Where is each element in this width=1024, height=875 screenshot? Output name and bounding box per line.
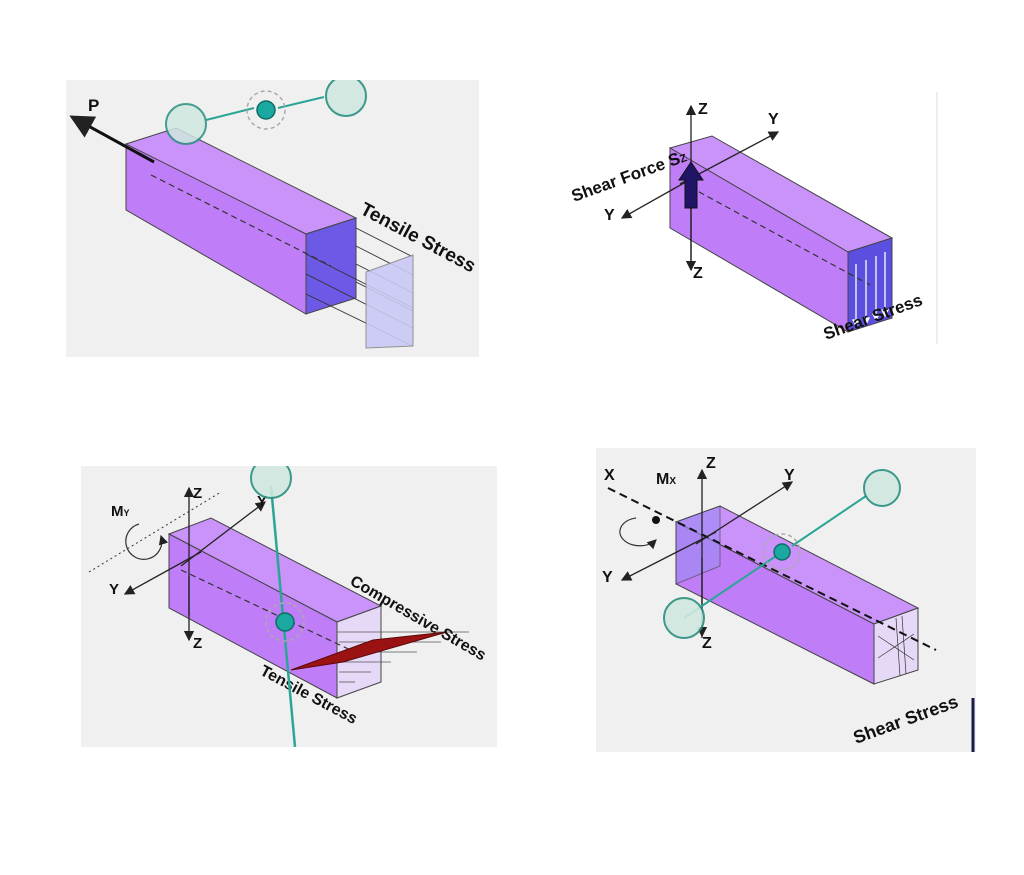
axis-x-label: X (604, 467, 615, 484)
axis-y-left (123, 551, 202, 595)
center-handle-ring (246, 90, 286, 130)
shear-force-arrow (678, 161, 704, 209)
shear-force-subscript: Z (678, 152, 689, 166)
moment-axis (88, 491, 222, 573)
drag-handle[interactable] (165, 103, 207, 145)
torsion-panel: X MX Z Z Y Y Shear Stress (596, 448, 976, 752)
handle-connector (277, 96, 325, 109)
axis-x (607, 487, 937, 651)
axis-z-bottom-label: Z (702, 635, 712, 652)
shear-stress-arrows (851, 252, 890, 328)
axis-z-bottom-label: Z (193, 635, 202, 652)
tensile-stress-plane (365, 254, 414, 349)
axis-z-top-label: Z (698, 101, 708, 118)
axis-z-top-label: Z (193, 485, 202, 502)
drag-handle[interactable] (250, 466, 292, 499)
load-arrow-p (69, 115, 155, 164)
axis-y-right-label: Y (784, 467, 795, 484)
torsion-moment-symbol: M (656, 471, 669, 488)
moment-label: MY (111, 503, 130, 520)
axis-y-right-label: Y (768, 111, 779, 128)
handle-connector (791, 495, 867, 547)
axis-y-left-label: Y (602, 569, 613, 586)
shear-diagram: Z Z Y Y Shear Force SZ Shear Stress (560, 92, 940, 344)
bending-panel: Z Z Y Y MY Compressive Stress Tensile St… (81, 466, 497, 747)
drag-handle[interactable] (325, 80, 367, 117)
beam-centroid-axis (689, 186, 871, 286)
torsion-moment-label: MX (656, 471, 676, 488)
tension-diagram: P Tensile Stress (66, 80, 479, 357)
axis-y-left (620, 531, 717, 581)
moment-subscript: Y (124, 508, 130, 518)
shear-panel: Z Z Y Y Shear Force SZ Shear Stress (560, 92, 940, 344)
beam-centroid-axis (180, 569, 360, 655)
bending-diagram: Z Z Y Y MY Compressive Stress Tensile St… (81, 466, 497, 747)
drag-handle[interactable] (663, 597, 705, 639)
torsion-moment-arrow (619, 517, 657, 550)
handle-connector (205, 107, 255, 121)
axis-x-point (652, 516, 660, 524)
load-label: P (88, 96, 99, 115)
beam-front-section (675, 505, 721, 585)
drag-handle[interactable] (863, 469, 901, 507)
compression-wedge (290, 631, 448, 671)
center-handle[interactable] (773, 543, 791, 561)
moment-symbol: M (111, 503, 124, 520)
axis-y-left-label: Y (109, 581, 119, 598)
center-handle-ring (763, 533, 801, 571)
torsion-shear-lines (877, 615, 915, 677)
axis-z-top-label: Z (706, 455, 716, 472)
torsion-moment-subscript: X (669, 476, 676, 487)
tension-panel: P Tensile Stress (66, 80, 479, 357)
axis-y-right-label: Y (257, 493, 267, 510)
moment-arrow (125, 523, 169, 560)
center-handle-ring (265, 602, 305, 642)
center-handle[interactable] (275, 612, 295, 632)
axis-y-left-label: Y (604, 207, 615, 224)
torsion-diagram: X MX Z Z Y Y Shear Stress (596, 448, 976, 752)
beam-centroid-axis (150, 174, 332, 267)
center-handle[interactable] (256, 100, 276, 120)
axis-z-bottom-label: Z (693, 265, 703, 282)
